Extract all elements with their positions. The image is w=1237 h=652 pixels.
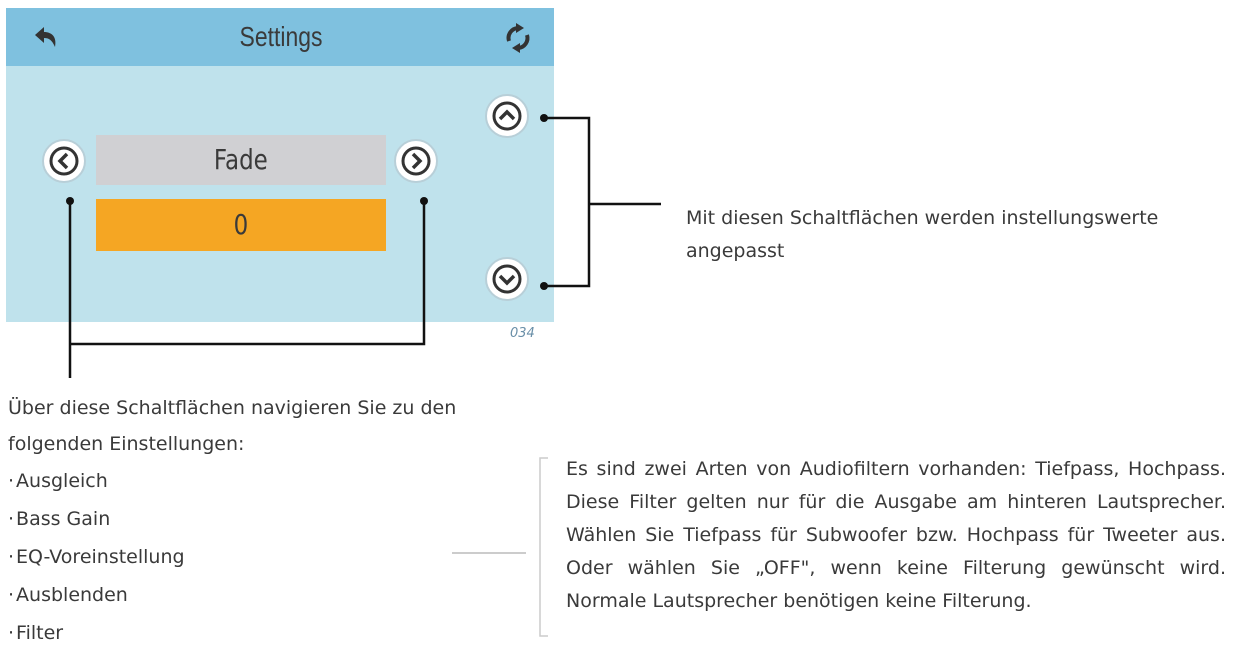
- list-item: EQ-Voreinstellung: [8, 538, 478, 576]
- refresh-icon[interactable]: [503, 23, 533, 53]
- chevron-down-icon: [492, 264, 522, 294]
- chevron-left-icon: [49, 146, 79, 176]
- figure-number: 034: [510, 326, 535, 341]
- page-title: Settings: [239, 21, 323, 52]
- prev-setting-button[interactable]: [42, 139, 86, 183]
- nav-description-text: Über diese Schaltflächen navigieren Sie …: [8, 397, 457, 455]
- setting-value: 0: [233, 208, 249, 241]
- device-screen: Settings Fade 0: [6, 8, 554, 322]
- nav-buttons-description: Über diese Schaltflächen navigieren Sie …: [8, 390, 478, 652]
- back-arrow-icon[interactable]: [30, 23, 60, 53]
- setting-value-box: 0: [96, 199, 386, 251]
- chevron-up-icon: [492, 101, 522, 131]
- filter-bracket: [539, 457, 548, 637]
- setting-name-box: Fade: [96, 135, 386, 185]
- list-item: Filter: [8, 614, 478, 652]
- chevron-right-icon: [401, 146, 431, 176]
- setting-name: Fade: [214, 143, 268, 176]
- top-bar: Settings: [6, 8, 554, 66]
- list-item: Bass Gain: [8, 500, 478, 538]
- list-item: Ausgleich: [8, 462, 478, 500]
- list-item: Ausblenden: [8, 576, 478, 614]
- settings-list: Ausgleich Bass Gain EQ-Voreinstellung Au…: [8, 462, 478, 652]
- decrease-value-button[interactable]: [485, 257, 529, 301]
- filter-description: Es sind zwei Arten von Audiofiltern vorh…: [566, 458, 1226, 612]
- next-setting-button[interactable]: [394, 139, 438, 183]
- value-buttons-description: Mit diesen Schaltflächen werden instellu…: [686, 207, 1159, 262]
- increase-value-button[interactable]: [485, 94, 529, 138]
